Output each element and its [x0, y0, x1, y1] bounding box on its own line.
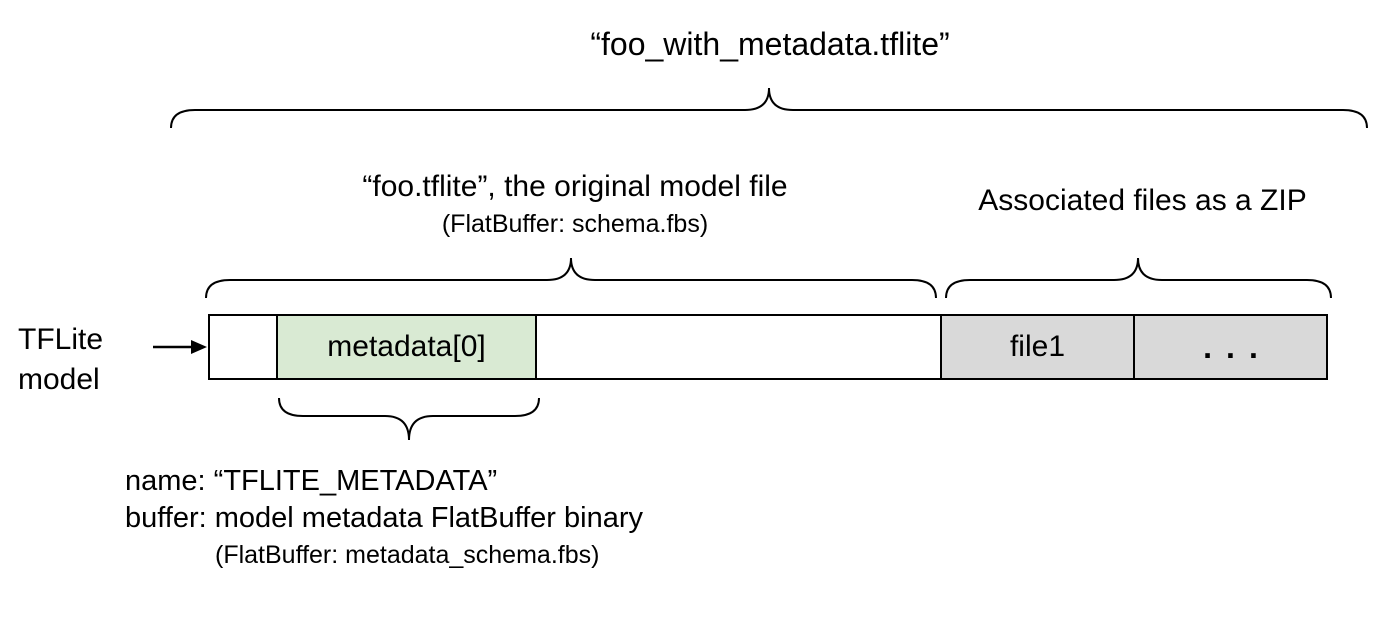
model-file-heading: “foo.tflite”, the original model file — [362, 170, 788, 203]
metadata-buffer-line: buffer: model metadata FlatBuffer binary — [125, 502, 643, 534]
segment-metadata-0: metadata[0] — [276, 316, 535, 378]
model-layout-bar: metadata[0] file1 ... — [208, 314, 1328, 380]
whole-file-brace — [170, 87, 1368, 129]
diagram-title: “foo_with_metadata.tflite” — [590, 26, 950, 62]
model-file-subheading: (FlatBuffer: schema.fbs) — [441, 210, 709, 238]
arrow-right-icon — [153, 340, 207, 354]
segment-model-body — [535, 316, 940, 378]
associated-files-brace — [945, 257, 1332, 299]
associated-files-heading: Associated files as a ZIP — [978, 184, 1307, 217]
segment-leading-space — [210, 316, 276, 378]
tflite-model-label: TFLite model — [18, 323, 104, 396]
segment-more-files: ... — [1133, 316, 1326, 378]
metadata-schema-line: (FlatBuffer: metadata_schema.fbs) — [215, 541, 600, 569]
metadata-annotation: name: “TFLITE_METADATA” buffer: model me… — [125, 463, 643, 574]
model-file-brace — [205, 257, 937, 299]
metadata-name-line: name: “TFLITE_METADATA” — [125, 465, 498, 497]
metadata-brace — [278, 397, 540, 441]
segment-file1: file1 — [940, 316, 1133, 378]
